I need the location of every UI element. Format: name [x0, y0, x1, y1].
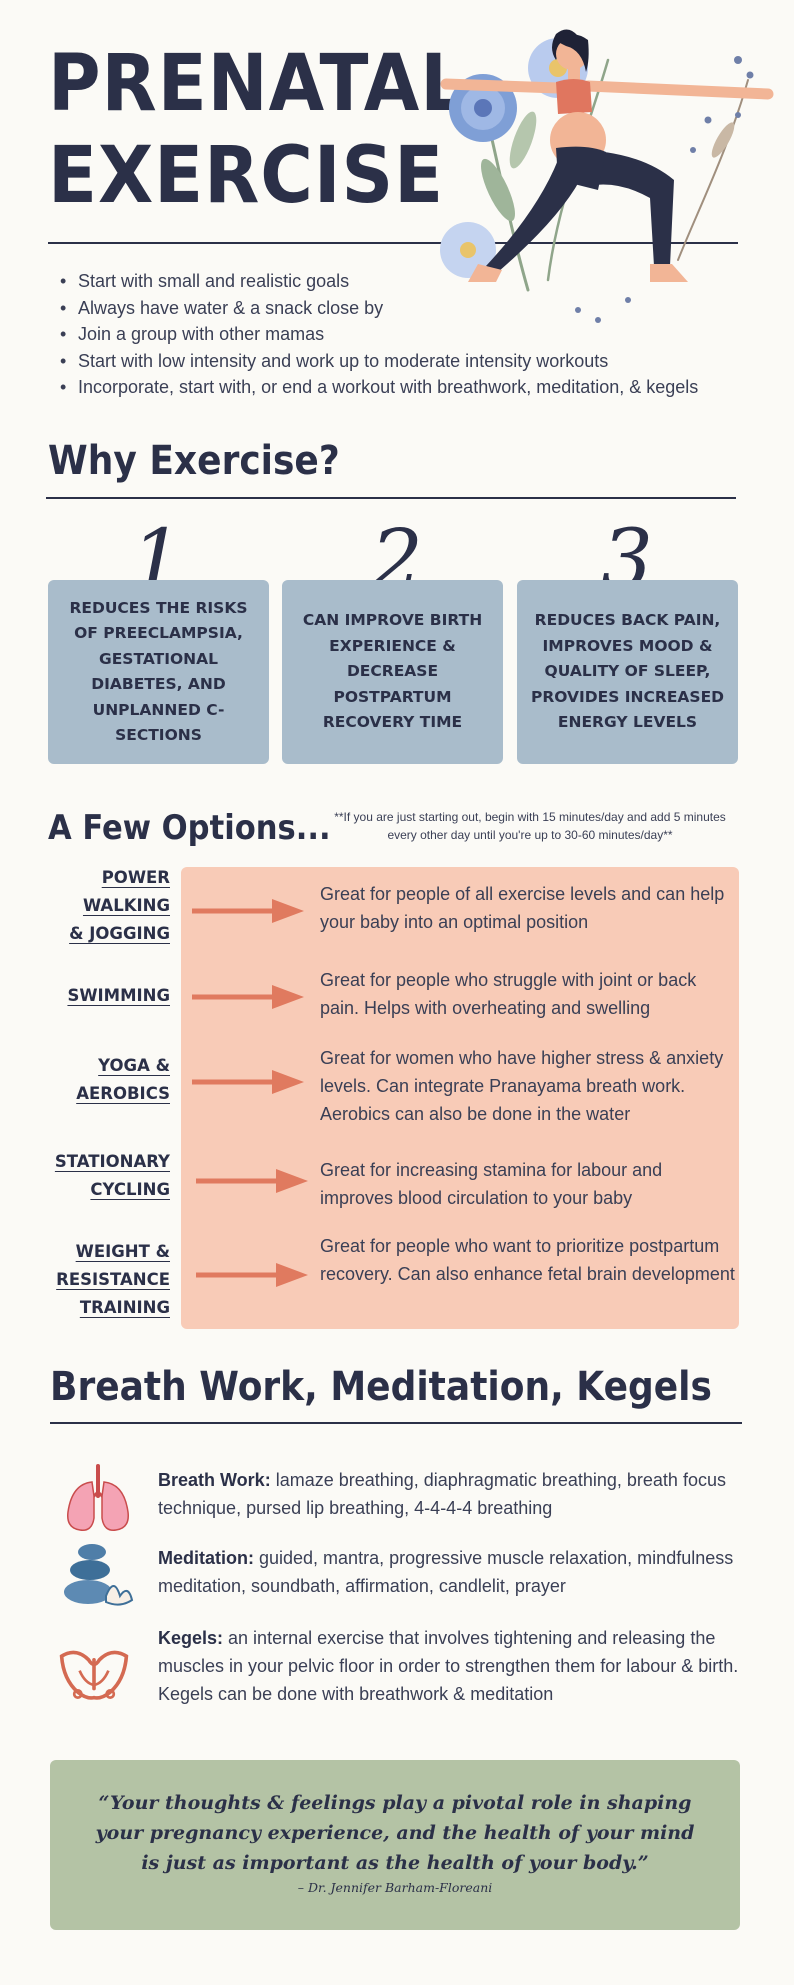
breathwork-divider — [50, 1422, 742, 1424]
option-description: Great for people who struggle with joint… — [320, 970, 697, 1018]
breathwork-item: Kegels: an internal exercise that involv… — [158, 1624, 748, 1708]
option-description: Great for people of all exercise levels … — [320, 884, 725, 932]
page-title: PRENATAL EXERCISE — [48, 38, 467, 222]
reason-card: Can improve birth experience & decrease … — [282, 580, 503, 764]
arrow-right-icon — [192, 985, 304, 1009]
quote-text: “Your thoughts & feelings play a pivotal… — [95, 1792, 695, 1874]
quote-box — [50, 1760, 740, 1930]
list-item: Start with small and realistic goals — [60, 268, 698, 295]
tips-list: Start with small and realistic goals Alw… — [60, 268, 698, 401]
reason-card: Reduces the risks of preeclampsia, gesta… — [48, 580, 269, 764]
options-heading: A Few Options... — [48, 808, 331, 848]
pelvis-icon — [59, 1650, 129, 1700]
option-label-swimming: SWIMMING — [67, 982, 170, 1010]
option-description: Great for women who have higher stress &… — [320, 1048, 724, 1124]
why-exercise-heading: Why Exercise? — [48, 438, 340, 484]
reason-card: Reduces back pain, improves mood & quali… — [517, 580, 738, 764]
reason-text: Can improve birth experience & decrease … — [302, 611, 483, 732]
pregnant-woman-yoga-illustration — [440, 29, 774, 323]
arrow-right-icon — [192, 1070, 304, 1094]
reason-text: Reduces back pain, improves mood & quali… — [530, 611, 725, 732]
title-line-2: EXERCISE — [48, 131, 445, 221]
option-label-line: POWER — [101, 868, 170, 887]
reason-text: Reduces the risks of preeclampsia, gesta… — [69, 598, 248, 745]
option-label-line: SWIMMING — [67, 986, 170, 1005]
breathwork-description: guided, mantra, progressive muscle relax… — [158, 1548, 734, 1596]
breathwork-term: Kegels: — [158, 1628, 224, 1648]
arrow-right-icon — [196, 1169, 308, 1193]
breathwork-item: Meditation: guided, mantra, progressive … — [158, 1544, 748, 1600]
option-label-yoga: YOGA & AEROBICS — [76, 1052, 170, 1108]
option-label-weight: WEIGHT & RESISTANCE TRAINING — [56, 1238, 170, 1322]
list-item: Join a group with other mamas — [60, 321, 698, 348]
breathwork-description: an internal exercise that involves tight… — [158, 1628, 739, 1704]
option-description: Great for increasing stamina for labour … — [320, 1160, 663, 1208]
option-description: Great for people who want to prioritize … — [320, 1236, 735, 1284]
option-label-cycling: STATIONARY CYCLING — [55, 1148, 170, 1204]
lungs-icon — [67, 1464, 129, 1531]
option-label-line: YOGA & — [98, 1056, 170, 1075]
list-item: Always have water & a snack close by — [60, 295, 698, 322]
option-label-line: CYCLING — [90, 1180, 170, 1199]
breathwork-item: Breath Work: lamaze breathing, diaphragm… — [158, 1466, 748, 1522]
list-item: Start with low intensity and work up to … — [60, 348, 698, 375]
stones-icon — [64, 1544, 134, 1606]
option-label-line: WEIGHT & — [75, 1242, 170, 1261]
option-label-walking: POWER WALKING & JOGGING — [69, 864, 170, 948]
why-divider — [46, 497, 736, 499]
options-note: **If you are just starting out, begin wi… — [334, 810, 726, 842]
title-line-1: PRENATAL — [48, 39, 467, 129]
option-label-line: STATIONARY — [54, 1152, 170, 1171]
option-label-line: AEROBICS — [76, 1084, 170, 1103]
list-item: Incorporate, start with, or end a workou… — [60, 374, 698, 401]
breathwork-description: lamaze breathing, diaphragmatic breathin… — [158, 1470, 726, 1518]
quote-author: – Dr. Jennifer Barham-Floreani — [297, 1880, 493, 1895]
title-divider — [48, 242, 738, 244]
option-label-line: & JOGGING — [69, 924, 170, 943]
option-label-line: WALKING — [82, 896, 170, 915]
breathwork-heading: Breath Work, Meditation, Kegels — [50, 1364, 712, 1410]
arrow-right-icon — [192, 899, 304, 923]
breathwork-term: Breath Work: — [158, 1470, 271, 1490]
option-label-line: TRAINING — [79, 1298, 170, 1317]
breathwork-term: Meditation: — [158, 1548, 254, 1568]
option-label-line: RESISTANCE — [56, 1270, 170, 1289]
options-panel — [181, 867, 739, 1329]
arrow-right-icon — [196, 1263, 308, 1287]
